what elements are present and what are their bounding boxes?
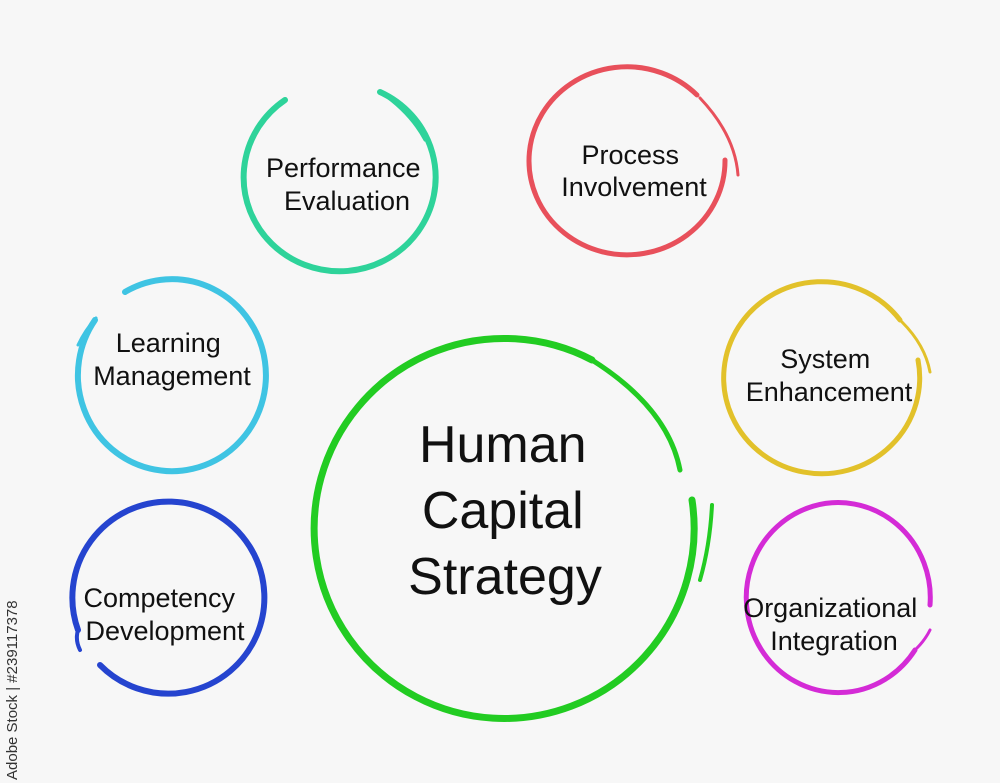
node-performance-evaluation: Performance Evaluation [240, 89, 439, 275]
performance-evaluation-line-1: Performance [266, 153, 421, 183]
center-ring-stroke-end [698, 503, 714, 582]
center-label: Human Capital Strategy [408, 416, 602, 606]
process-involvement-line-1: Process [581, 140, 679, 170]
node-competency-development: Competency Development [69, 498, 268, 697]
learning-management-ring-tail [76, 316, 98, 347]
competency-development-line-2: Development [85, 616, 245, 646]
organizational-integration-ring [743, 500, 933, 696]
process-involvement-label: Process Involvement [561, 140, 707, 202]
system-enhancement-line-2: Enhancement [746, 377, 913, 407]
performance-evaluation-line-2: Evaluation [284, 186, 410, 216]
stock-watermark: Adobe Stock | #239117378 [4, 600, 21, 780]
system-enhancement-ring-tail [900, 320, 932, 374]
system-enhancement-label: System Enhancement [746, 344, 913, 407]
performance-evaluation-ring [240, 89, 439, 275]
center-label-line-3: Strategy [408, 548, 602, 606]
learning-management-line-1: Learning [116, 328, 221, 358]
learning-management-ring [74, 276, 269, 475]
organizational-integration-label: Organizational Integration [743, 593, 925, 656]
center-ring [310, 334, 698, 722]
competency-development-ring-tail [74, 628, 82, 652]
node-system-enhancement: System Enhancement [721, 279, 932, 477]
competency-development-label: Competency Development [83, 583, 245, 646]
system-enhancement-line-1: System [780, 344, 870, 374]
system-enhancement-ring [721, 279, 923, 477]
node-process-involvement: Process Involvement [526, 64, 740, 258]
learning-management-line-2: Management [93, 361, 251, 391]
process-involvement-ring [526, 64, 728, 258]
process-involvement-line-2: Involvement [561, 172, 707, 202]
organizational-integration-ring-tail [915, 628, 932, 650]
node-learning-management: Learning Management [74, 276, 269, 475]
organizational-integration-line-2: Integration [770, 626, 898, 656]
performance-evaluation-label: Performance Evaluation [266, 153, 428, 216]
center-ring-stroke-tail [589, 357, 683, 473]
competency-development-ring [69, 498, 268, 697]
process-involvement-ring-tail [698, 96, 740, 177]
node-organizational-integration: Organizational Integration [743, 500, 933, 696]
competency-development-line-1: Competency [83, 583, 235, 613]
center-label-line-1: Human [419, 416, 587, 474]
center-label-line-2: Capital [422, 482, 584, 540]
center-node: Human Capital Strategy [310, 334, 714, 722]
organizational-integration-line-1: Organizational [743, 593, 917, 623]
performance-evaluation-ring-tail [378, 90, 427, 142]
learning-management-label: Learning Management [93, 328, 251, 391]
